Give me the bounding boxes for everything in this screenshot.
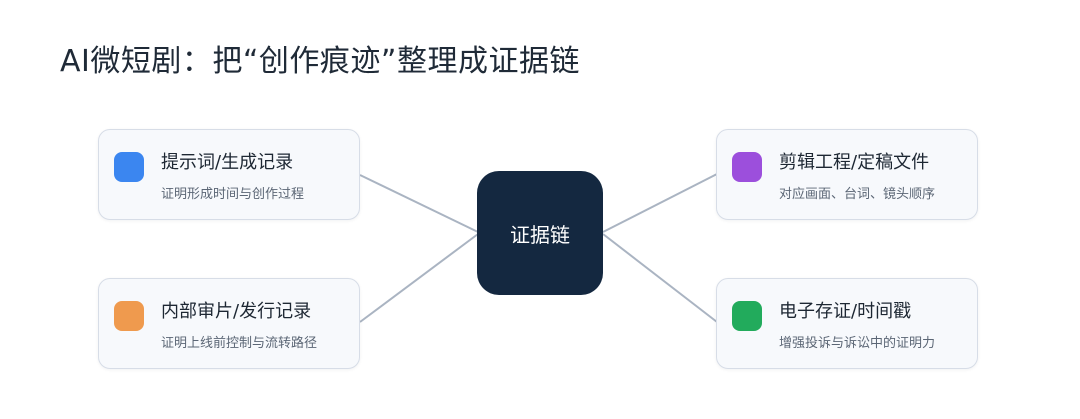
card-title: 剪辑工程/定稿文件 <box>779 152 930 173</box>
connector-bottom-right <box>602 233 718 323</box>
card-edit-project-files: 剪辑工程/定稿文件 对应画面、台词、镜头顺序 <box>716 129 978 220</box>
card-internal-review-records: 内部审片/发行记录 证明上线前控制与流转路径 <box>98 278 360 369</box>
card-title: 内部审片/发行记录 <box>161 301 312 322</box>
connector-top-right <box>602 173 718 233</box>
connector-top-left <box>359 174 479 233</box>
card-subtitle: 增强投诉与诉讼中的证明力 <box>779 336 936 351</box>
connector-bottom-left <box>359 233 479 323</box>
blue-square-icon <box>114 152 144 182</box>
card-subtitle: 对应画面、台词、镜头顺序 <box>779 187 936 202</box>
page-title: AI微短剧：把“创作痕迹”整理成证据链 <box>60 44 580 79</box>
card-prompt-records: 提示词/生成记录 证明形成时间与创作过程 <box>98 129 360 220</box>
center-node: 证据链 <box>477 171 603 295</box>
card-title: 提示词/生成记录 <box>161 152 294 173</box>
orange-square-icon <box>114 301 144 331</box>
green-square-icon <box>732 301 762 331</box>
card-electronic-evidence: 电子存证/时间戳 增强投诉与诉讼中的证明力 <box>716 278 978 369</box>
card-subtitle: 证明形成时间与创作过程 <box>161 187 305 202</box>
card-title: 电子存证/时间戳 <box>779 301 912 322</box>
purple-square-icon <box>732 152 762 182</box>
center-label: 证据链 <box>510 222 570 247</box>
card-subtitle: 证明上线前控制与流转路径 <box>161 336 318 351</box>
